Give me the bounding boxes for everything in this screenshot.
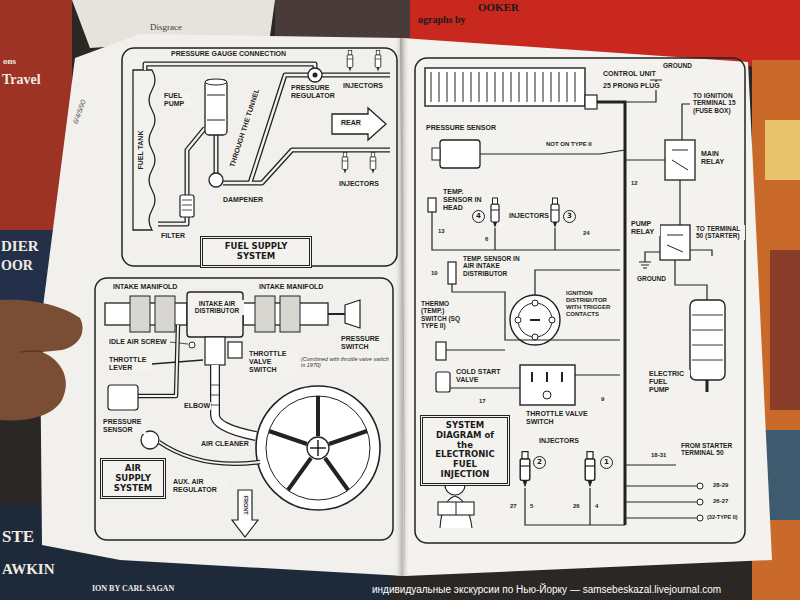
book-title: STE: [2, 527, 34, 547]
callout-circle: 3: [563, 210, 576, 223]
part-label: GROUND: [662, 62, 693, 69]
title-box: FUEL SUPPLY SYSTEM: [200, 236, 312, 268]
pin-number: 28-29: [712, 482, 729, 489]
callout-circle: 4: [472, 210, 485, 223]
part-label: ELECTRIC FUEL PUMP: [648, 370, 690, 394]
book-title: DIER: [1, 238, 39, 255]
part-label: AIR CLEANER: [200, 440, 250, 448]
title-box: AIR SUPPLY SYSTEM: [100, 458, 166, 499]
pin-number: 4: [594, 503, 599, 510]
pin-number: 10: [430, 270, 439, 277]
part-label: THROUGH THE TUNNEL: [228, 87, 262, 169]
part-label: 25 PRONG PLUG: [602, 82, 661, 90]
callout-circle: 2: [533, 456, 546, 469]
part-label: COLD START VALVE: [455, 368, 502, 384]
part-label: INJECTORS: [538, 437, 580, 445]
part-label: TEMP. SENSOR IN HEAD: [442, 188, 486, 212]
pin-number: 18-31: [650, 452, 667, 459]
part-label: IGNITION DISTRIBUTOR WITH TRIGGER CONTAC…: [565, 290, 623, 318]
pin-number: (32-TYPE II): [706, 514, 739, 520]
note: (Combined with throttle valve switch in …: [300, 356, 390, 369]
handwritten-note: 6/4/5/90: [72, 99, 88, 126]
part-label: INTAKE AIR DISTRIBUTOR: [190, 300, 244, 315]
part-label: INJECTORS: [342, 82, 384, 90]
pin-number: 12: [630, 180, 639, 187]
part-label: DAMPENER: [222, 196, 264, 204]
pin-number: 9: [600, 396, 605, 403]
callout-number: 1: [604, 459, 609, 466]
title-text: SYSTEM DIAGRAM of the ELECTRONIC FUEL IN…: [428, 421, 502, 480]
book-title: OOR: [1, 258, 33, 274]
part-label: THERMO (TEMP.) SWITCH (SQ TYPE II): [420, 300, 472, 330]
part-label: THROTTLE VALVE SWITCH: [525, 410, 592, 426]
part-label: PRESSURE REGULATOR: [290, 84, 337, 100]
part-label: TO TERMINAL 50 (STARTER): [695, 225, 745, 240]
callout-number: 3: [567, 213, 572, 220]
book-title: ons: [3, 56, 16, 66]
pin-number: 27: [509, 503, 518, 510]
part-label: ELBOW: [183, 402, 211, 410]
part-label: PUMP RELAY: [630, 220, 660, 236]
part-label: FROM STARTER TERMINAL 50: [680, 442, 742, 457]
part-label: FUEL PUMP: [163, 92, 193, 108]
part-label: TO IGNITION TERMINAL 15 (FUSE BOX): [692, 92, 744, 114]
callout-circle: 1: [600, 456, 613, 469]
part-label: INJECTORS: [508, 212, 550, 220]
part-label: INTAKE MANIFOLD: [112, 283, 178, 291]
part-label: PRESSURE SENSOR: [102, 418, 146, 434]
arrow-label: FRONT: [242, 495, 248, 516]
pin-number: 5: [529, 503, 534, 510]
title-text: AIR SUPPLY SYSTEM: [108, 464, 158, 493]
book-title: Disgrace: [150, 22, 182, 32]
watermark: индивидуальные экскурсии по Нью-Йорку — …: [372, 584, 721, 596]
part-label: INTAKE MANIFOLD: [258, 283, 324, 291]
part-label: CONTROL UNIT: [602, 70, 657, 78]
pin-number: 24: [582, 230, 591, 237]
pin-number: 13: [437, 228, 446, 235]
pin-number: 26: [572, 503, 581, 510]
note: NOT ON TYPE II: [545, 141, 593, 148]
book-title: AWKIN: [2, 561, 55, 578]
part-label: INJECTORS: [338, 180, 380, 188]
part-label: FUEL TANK: [138, 129, 146, 170]
part-label: FILTER: [160, 232, 186, 240]
title-box: SYSTEM DIAGRAM of the ELECTRONIC FUEL IN…: [420, 415, 510, 486]
part-label: TEMP. SENSOR IN AIR INTAKE DISTRIBUTOR: [462, 255, 526, 277]
book-title: Travel: [2, 72, 41, 88]
pin-number: 6: [484, 236, 489, 243]
part-label: PRESSURE GAUGE CONNECTION: [170, 50, 287, 58]
part-label: THROTTLE VALVE SWITCH: [248, 350, 298, 374]
arrow-label: REAR: [340, 119, 362, 127]
title-text: FUEL SUPPLY SYSTEM: [208, 242, 304, 262]
part-label: MAIN RELAY: [700, 150, 740, 166]
book-title: ION BY CARL SAGAN: [92, 584, 174, 593]
part-label: THROTTLE LEVER: [108, 356, 152, 372]
part-label: PRESSURE SENSOR: [425, 124, 497, 132]
callout-number: 4: [476, 213, 481, 220]
part-label: IDLE AIR SCREW: [108, 338, 168, 346]
pin-number: 17: [478, 398, 487, 405]
callout-number: 2: [537, 459, 542, 466]
book-title: OOKER: [478, 1, 519, 14]
part-label: GROUND: [636, 275, 667, 282]
part-label: AUX. AIR REGULATOR: [172, 478, 229, 494]
part-label: PRESSURE SWITCH: [340, 335, 387, 351]
pin-number: 26-27: [712, 498, 729, 505]
book-title: ographs by: [418, 14, 466, 26]
